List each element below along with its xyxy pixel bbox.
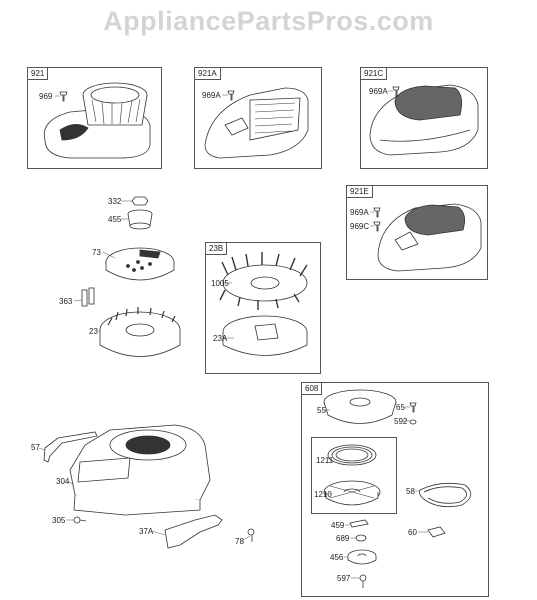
- flywheel-23-drawing: [99, 307, 181, 357]
- part-label-363: 363: [59, 297, 73, 306]
- part-label-1210: 1210: [314, 490, 332, 499]
- spring-1211-drawing: [327, 444, 377, 466]
- group-921-box: 921: [27, 67, 162, 169]
- part-label-332: 332: [108, 197, 122, 206]
- part-label-73: 73: [92, 248, 101, 257]
- part-label-78: 78: [235, 537, 244, 546]
- part-label-969a: 969A: [202, 91, 221, 100]
- part-label-969a: 969A: [350, 208, 369, 217]
- spring-689-drawing: [355, 534, 367, 542]
- part-label-60: 60: [408, 528, 417, 537]
- part-label-304: 304: [56, 477, 70, 486]
- nut-332-drawing: [131, 196, 149, 206]
- part-label-969a: 969A: [369, 87, 388, 96]
- part-label-37a: 37A: [139, 527, 154, 536]
- part-label-592: 592: [394, 417, 408, 426]
- part-label-455: 455: [108, 215, 122, 224]
- group-921c-tag: 921C: [361, 68, 388, 80]
- baffle-37a-drawing: [164, 514, 223, 549]
- group-1211-1210-subbox: [311, 437, 397, 514]
- part-label-65: 65: [396, 403, 405, 412]
- retainer-456-drawing: [347, 549, 377, 565]
- part-label-23: 23: [89, 327, 98, 336]
- part-label-58: 58: [406, 487, 415, 496]
- screw-597-drawing: [359, 574, 367, 588]
- bracket-57-drawing: [43, 431, 98, 463]
- screen-73-drawing: [105, 247, 175, 281]
- group-921a-box: 921A: [194, 67, 322, 169]
- screw-969c-drawing: [373, 221, 381, 232]
- part-label-57: 57: [31, 443, 40, 452]
- part-label-305: 305: [52, 516, 66, 525]
- key-363-drawing: [81, 287, 95, 307]
- cup-455-drawing: [127, 209, 153, 230]
- group-921a-tag: 921A: [195, 68, 221, 80]
- part-label-969c: 969C: [350, 222, 370, 231]
- blower-cover-921-drawing: [43, 82, 151, 159]
- group-608-tag: 608: [302, 383, 323, 395]
- starter-housing-55-drawing: [323, 389, 397, 424]
- blower-cover-921e-drawing: [377, 203, 482, 272]
- fan-1005-drawing: [219, 252, 308, 310]
- pulley-1210-drawing: [323, 480, 381, 506]
- pawl-459-drawing: [349, 519, 369, 528]
- group-23b-tag: 23B: [206, 243, 228, 255]
- screw-305-drawing: [73, 516, 87, 524]
- group-23b-box: 23B: [205, 242, 321, 374]
- part-label-1005: 1005: [211, 279, 229, 288]
- part-label-1211: 1211: [316, 456, 334, 465]
- flywheel-23a-drawing: [222, 315, 308, 356]
- group-921e-box: 921E: [346, 185, 488, 280]
- group-608-box: 608: [301, 382, 489, 597]
- part-label-459: 459: [331, 521, 345, 530]
- rope-58-drawing: [419, 482, 472, 508]
- screw-969a-drawing: [227, 86, 400, 218]
- group-921-tag: 921: [28, 68, 49, 80]
- part-label-689: 689: [336, 534, 350, 543]
- screw-969-drawing: [59, 91, 68, 102]
- part-label-597: 597: [337, 574, 351, 583]
- part-label-55: 55: [317, 406, 326, 415]
- washer-592-drawing: [409, 419, 417, 425]
- group-921c-box: 921C: [360, 67, 488, 169]
- screw-65-drawing: [409, 402, 417, 413]
- part-label-969: 969: [39, 92, 53, 101]
- screw-78-drawing: [247, 528, 255, 542]
- blower-cover-921c-drawing: [369, 84, 479, 156]
- handle-60-drawing: [427, 526, 446, 538]
- group-921e-tag: 921E: [347, 186, 373, 198]
- watermark: AppliancePartsPros.com: [103, 6, 434, 36]
- blower-housing-304-drawing: [69, 424, 211, 516]
- part-label-23a: 23A: [213, 334, 228, 343]
- blower-cover-921a-drawing: [204, 87, 309, 159]
- part-label-456: 456: [330, 553, 344, 562]
